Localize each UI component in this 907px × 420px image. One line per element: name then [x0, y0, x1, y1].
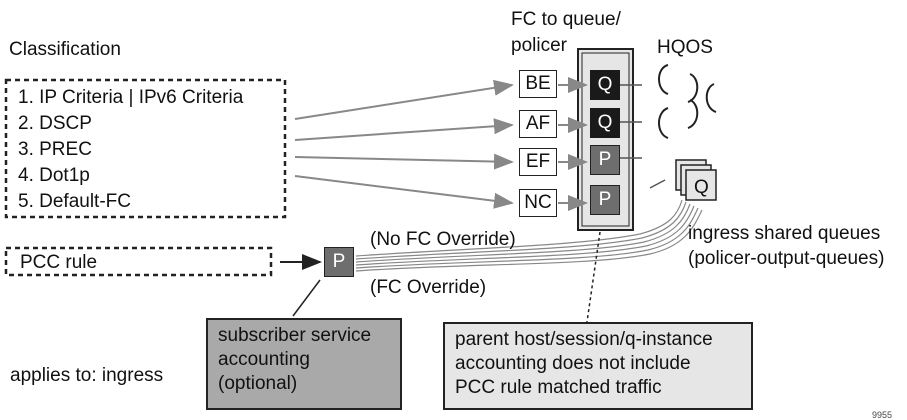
- fc-override-label: (FC Override): [370, 277, 487, 298]
- policer-box-nc: P: [590, 185, 620, 215]
- note-line: subscriber service: [218, 325, 372, 346]
- parent-accounting-note: parent host/session/q-instance accountin…: [443, 322, 753, 410]
- classification-item: 5. Default-FC: [18, 191, 131, 212]
- shared-queue-stack: [675, 159, 717, 201]
- fc-box-be: BE: [519, 70, 557, 98]
- subscriber-accounting-note: subscriber service accounting (optional): [206, 318, 402, 410]
- class-arrow-af: [294, 118, 514, 141]
- pcc-rule-label: PCC rule: [20, 252, 98, 273]
- queue-box-be: Q: [590, 70, 620, 100]
- class-arrow-be: [294, 79, 514, 120]
- classification-item: 2. DSCP: [18, 113, 92, 134]
- no-fc-override-label: (No FC Override): [370, 229, 516, 250]
- fc-box-nc: NC: [519, 189, 557, 217]
- classification-item: 3. PREC: [18, 139, 92, 160]
- note-line: accounting does not include: [455, 353, 691, 374]
- classification-label: Classification: [9, 39, 121, 60]
- fc-box-ef: EF: [519, 148, 557, 176]
- class-arrow-ef: [294, 153, 514, 170]
- pcc-policer-box: P: [324, 247, 354, 277]
- queue-box-af: Q: [590, 108, 620, 138]
- figure-id: 9955: [872, 410, 893, 420]
- fc-to-queue-label-line1: FC to queue/: [511, 9, 621, 30]
- class-arrow-nc: [294, 175, 514, 209]
- fc-box-af: AF: [519, 110, 557, 138]
- ingress-shared-label-line2: (policer-output-queues): [688, 248, 885, 269]
- hqos-label: HQOS: [657, 37, 713, 58]
- note-line: parent host/session/q-instance: [455, 329, 713, 350]
- fc-to-queue-label-line2: policer: [511, 35, 567, 56]
- policer-box-ef: P: [590, 145, 620, 175]
- note-line: (optional): [218, 373, 298, 394]
- applies-to-label: applies to: ingress: [10, 365, 164, 386]
- ingress-shared-label-line1: ingress shared queues: [688, 223, 881, 244]
- hqos-scheduler-icons: [658, 64, 717, 139]
- classification-box: [4, 78, 287, 219]
- classification-item: 1. IP Criteria | IPv6 Criteria: [18, 87, 244, 108]
- classification-item: 4. Dot1p: [18, 165, 90, 186]
- note-line: PCC rule matched traffic: [455, 377, 662, 398]
- shared-queue-label: Q: [694, 177, 709, 198]
- pcc-rule-box: [4, 246, 273, 277]
- note-line: accounting: [218, 349, 310, 370]
